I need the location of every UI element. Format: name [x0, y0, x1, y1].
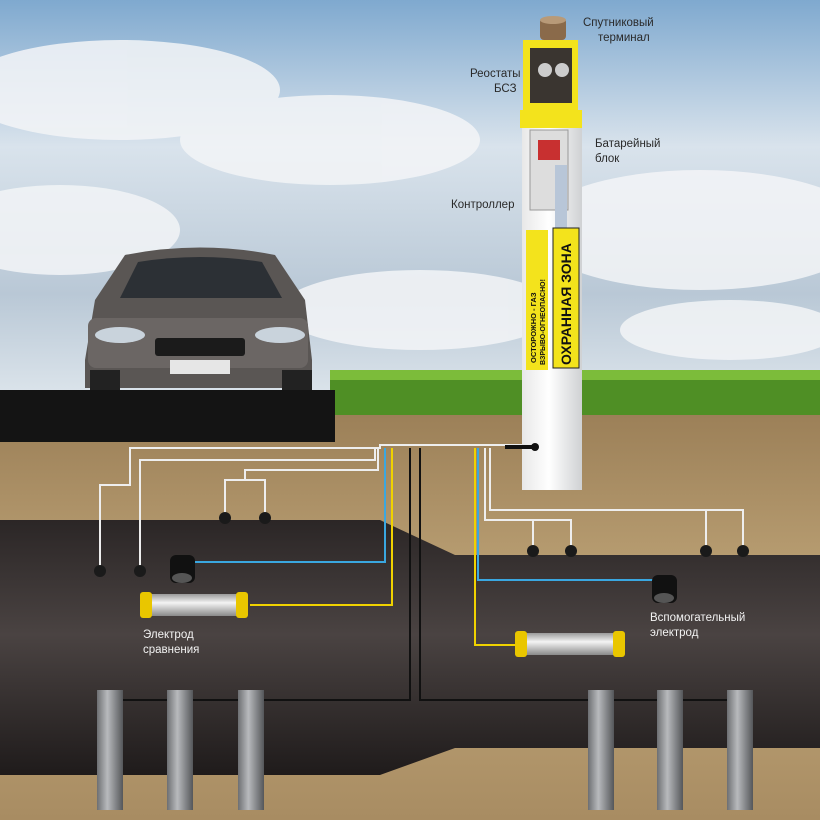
- sign-side-line1: ОСТОРОЖНО - ГАЗ: [529, 292, 538, 363]
- road: [0, 390, 335, 442]
- label-satellite-terminal-2: терминал: [598, 32, 650, 44]
- sign-side: [526, 230, 548, 370]
- auxiliary-electrode-left: [170, 555, 195, 583]
- label-rheostats-1: Реостаты: [470, 68, 521, 80]
- label-battery-1: Батарейный: [595, 138, 660, 150]
- label-satellite-terminal-1: Спутниковый: [583, 17, 654, 29]
- wires: [99, 444, 745, 701]
- label-reference-electrode-2: сравнения: [143, 644, 199, 656]
- label-auxiliary-electrode-2: электрод: [650, 627, 699, 639]
- label-controller: Контроллер: [451, 199, 514, 211]
- auxiliary-electrode-right: [652, 575, 677, 603]
- label-rheostats-2: БСЗ: [494, 83, 517, 95]
- label-reference-electrode-1: Электрод: [143, 629, 194, 641]
- reference-electrode-right: [515, 631, 625, 657]
- car: [85, 247, 312, 390]
- sign-main: [552, 227, 580, 369]
- sensors: [94, 512, 749, 577]
- label-battery-2: блок: [595, 153, 620, 165]
- reference-electrode-left: [140, 592, 248, 618]
- piles: [97, 690, 753, 810]
- sign-side-line2: ВЗРЫВО-ОГНЕОПАСНО!: [540, 279, 547, 365]
- clouds: [0, 40, 820, 360]
- sign-main-text: ОХРАННАЯ ЗОНА: [558, 243, 574, 365]
- control-post: ОХРАННАЯ ЗОНА ОСТОРОЖНО - ГАЗ ВЗРЫВО-ОГН…: [505, 16, 582, 490]
- label-auxiliary-electrode-1: Вспомогательный: [650, 612, 745, 624]
